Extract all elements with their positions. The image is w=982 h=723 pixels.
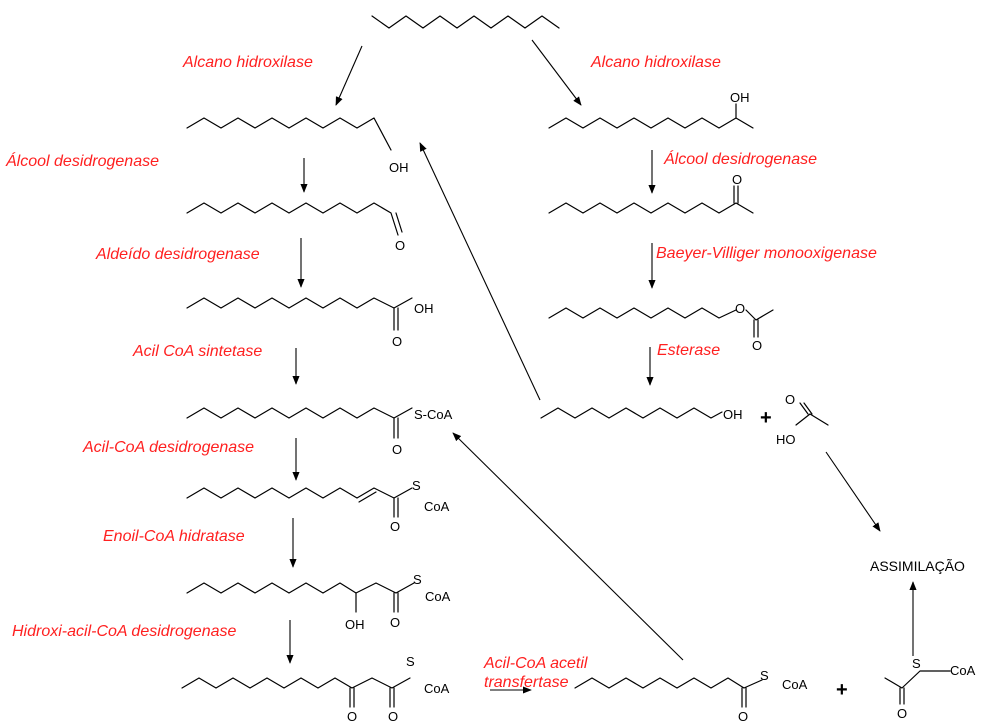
alkane-start-structure	[371, 15, 560, 29]
enzyme-label: transfertase	[484, 674, 569, 691]
atom-o: O	[732, 172, 742, 187]
atom-coa: CoA	[950, 663, 976, 678]
atom-oh: OH	[723, 407, 743, 422]
enzyme-label: Alcano hidroxilase	[590, 54, 721, 71]
arrow	[531, 39, 582, 106]
enzyme-label: Acil-CoA acetil	[483, 655, 588, 672]
acetic-acid-structure: O HO	[776, 392, 829, 447]
enzyme-label: Acil CoA sintetase	[132, 343, 262, 360]
secondary-alcohol-structure: OH	[548, 90, 754, 129]
atom-oh: OH	[345, 617, 365, 632]
atom-s: S	[760, 668, 769, 683]
reaction-arrows	[286, 39, 917, 694]
aldehyde-structure: O	[186, 202, 405, 253]
plus-sign: +	[836, 679, 848, 701]
hydroxyacyl-coa-structure: OH O S CoA	[186, 572, 451, 632]
assimilation-label: ASSIMILAÇÃO	[870, 558, 965, 574]
enzyme-label: Acil-CoA desidrogenase	[82, 439, 254, 456]
atom-o: O	[752, 338, 762, 353]
atom-oh: OH	[414, 301, 434, 316]
atom-coa: CoA	[424, 681, 450, 696]
enoyl-coa-structure: S CoA O	[186, 478, 450, 534]
arrow	[452, 432, 684, 661]
atom-oh: OH	[730, 90, 750, 105]
atom-s: S	[412, 478, 421, 493]
enzyme-label: Alcano hidroxilase	[182, 54, 313, 71]
ketoacyl-coa-structure: O O S CoA	[181, 654, 450, 723]
arrow	[419, 142, 541, 401]
atom-s: S	[413, 572, 422, 587]
atom-coa: CoA	[782, 677, 808, 692]
plus-sign: +	[760, 407, 772, 429]
atom-o: O	[388, 709, 398, 723]
ester-structure: O O	[548, 301, 774, 353]
atom-s: S	[912, 656, 921, 671]
atom-coa: CoA	[425, 589, 451, 604]
arrow	[825, 451, 881, 532]
enzyme-label: Hidroxi-acil-CoA desidrogenase	[12, 623, 237, 640]
atom-oh: OH	[389, 160, 409, 175]
atom-s: S	[406, 654, 415, 669]
atom-o: O	[785, 392, 795, 407]
decanol-structure: OH	[540, 407, 743, 422]
enzyme-label: Baeyer-Villiger monooxigenase	[656, 245, 877, 262]
atom-o: O	[738, 709, 748, 723]
atom-ho: HO	[776, 432, 796, 447]
atom-o: O	[390, 519, 400, 534]
atom-coa: CoA	[424, 499, 450, 514]
primary-alcohol-structure: OH	[186, 117, 409, 175]
methyl-ketone-structure: O	[548, 172, 754, 214]
atom-o: O	[897, 706, 907, 721]
enzyme-label: Esterase	[657, 342, 720, 359]
enzyme-label: Álcool desidrogenase	[5, 151, 159, 170]
atom-o: O	[347, 709, 357, 723]
atom-o: O	[735, 301, 745, 316]
atom-o: O	[392, 442, 402, 457]
arrow	[335, 45, 363, 106]
atom-o: O	[392, 334, 402, 349]
acetyl-coa-structure: S CoA O	[884, 656, 976, 721]
octanoyl-coa-structure: O S CoA	[574, 668, 808, 723]
atom-o: O	[395, 238, 405, 253]
fatty-acid-structure: OH O	[186, 297, 434, 349]
atom-o: O	[390, 615, 400, 630]
enzyme-label: Aldeído desidrogenase	[95, 246, 260, 263]
enzyme-label: Enoil-CoA hidratase	[103, 528, 245, 545]
enzyme-label: Álcool desidrogenase	[663, 149, 817, 168]
acyl-coa-structure: S-CoA O	[186, 407, 453, 457]
atom-s-coa: S-CoA	[414, 407, 453, 422]
